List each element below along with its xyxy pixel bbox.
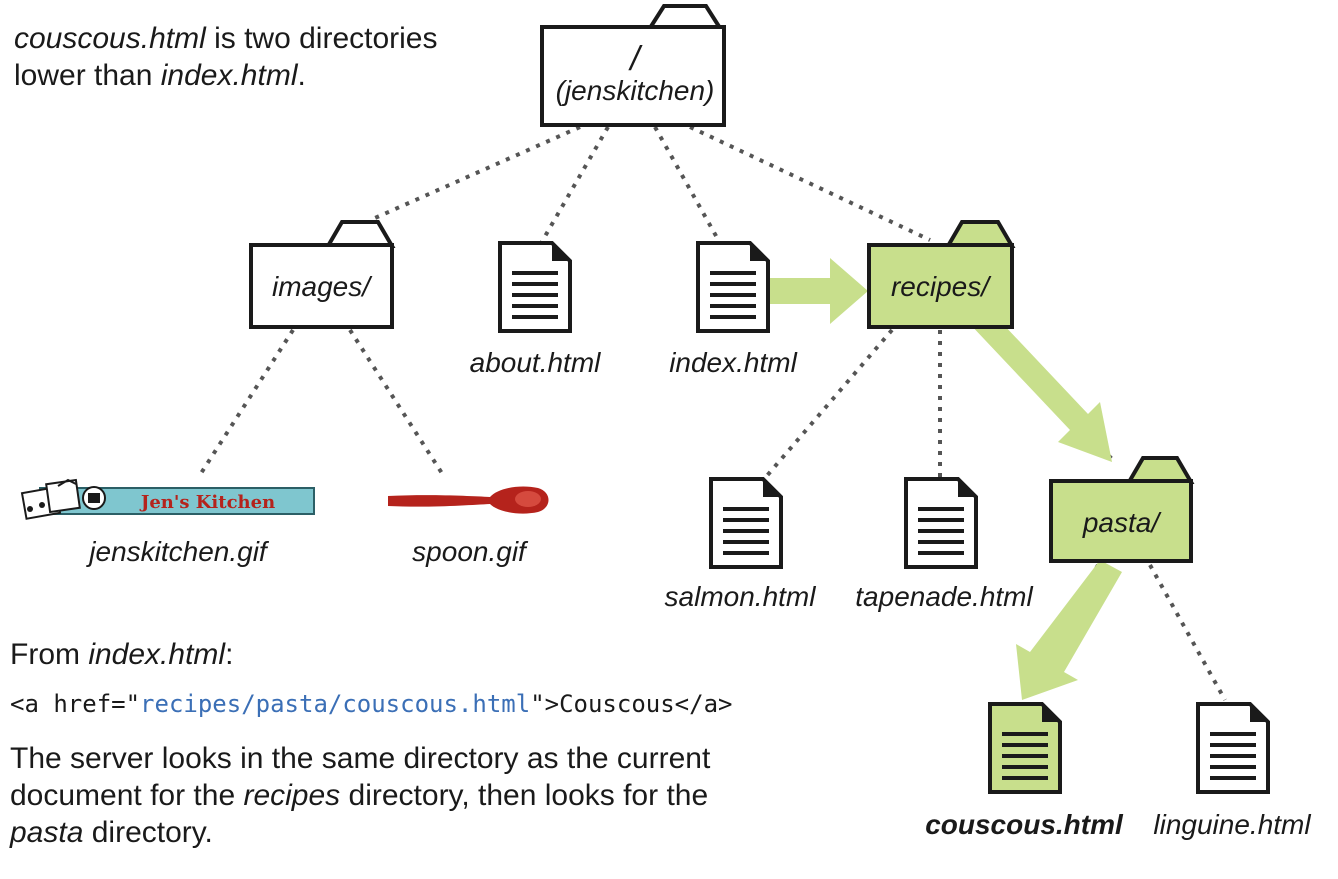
explain-pasta: pasta [10, 816, 84, 849]
explanation-note: The server looks in the same directory a… [10, 740, 710, 851]
arrow-recipes-to-pasta [968, 306, 1112, 462]
intro-note: couscous.html is two directories lower t… [14, 20, 438, 94]
file-index-label: index.html [669, 347, 797, 378]
anchor-code-sample: <a href="recipes/pasta/couscous.html">Co… [10, 690, 732, 718]
folder-pasta: pasta/ [1049, 456, 1195, 563]
from-file: index.html [88, 638, 226, 671]
code-close: ">Couscous</a> [530, 690, 733, 718]
file-linguine-icon [1196, 702, 1270, 794]
file-tapenade-icon [904, 477, 978, 569]
arrow-index-to-recipes [770, 258, 868, 324]
explain-line-2c: directory, then looks for the [340, 779, 709, 812]
explain-line-1: The server looks in the same directory a… [10, 742, 711, 775]
path-arrows [770, 258, 1122, 700]
file-index-icon [696, 241, 770, 333]
code-href-value: recipes/pasta/couscous.html [140, 690, 531, 718]
jenskitchen-logo-text: Jen's Kitchen [139, 492, 275, 513]
folder-root: / (jenskitchen) [540, 4, 726, 127]
root-slash: / [628, 40, 643, 78]
from-note: From index.html: [10, 636, 233, 673]
file-jenskitchen-label: jenskitchen.gif [85, 536, 270, 567]
intro-file-index: index.html [160, 59, 298, 92]
jenskitchen-logo-image: Jen's Kitchen [20, 478, 315, 520]
from-suffix: : [225, 638, 234, 671]
folder-recipes: recipes/ [867, 220, 1016, 329]
intro-file-couscous: couscous.html [14, 22, 206, 55]
root-label: (jenskitchen) [556, 75, 715, 106]
folder-pasta-label: pasta/ [1082, 507, 1162, 538]
code-open: <a href=" [10, 690, 141, 718]
intro-text-1: is two directories [205, 22, 438, 55]
file-about-icon [498, 241, 572, 333]
explain-line-3b: directory. [83, 816, 213, 849]
from-prefix: From [10, 638, 89, 671]
folder-images-label: images/ [272, 271, 373, 302]
file-salmon-label: salmon.html [665, 581, 817, 612]
explain-recipes: recipes [243, 779, 341, 812]
file-spoon-label: spoon.gif [412, 536, 529, 567]
folder-recipes-label: recipes/ [891, 271, 992, 302]
explain-line-2a: document for the [10, 779, 244, 812]
file-couscous-icon [988, 702, 1062, 794]
file-linguine-label: linguine.html [1153, 809, 1311, 840]
spoon-image [388, 486, 549, 514]
arrow-pasta-to-couscous [1016, 560, 1122, 700]
intro-text-2: lower than [14, 59, 161, 92]
file-tapenade-label: tapenade.html [855, 581, 1033, 612]
file-about-label: about.html [470, 347, 602, 378]
file-salmon-icon [709, 477, 783, 569]
folder-images: images/ [249, 220, 396, 329]
intro-period: . [297, 59, 306, 92]
file-couscous-label: couscous.html [925, 809, 1124, 840]
